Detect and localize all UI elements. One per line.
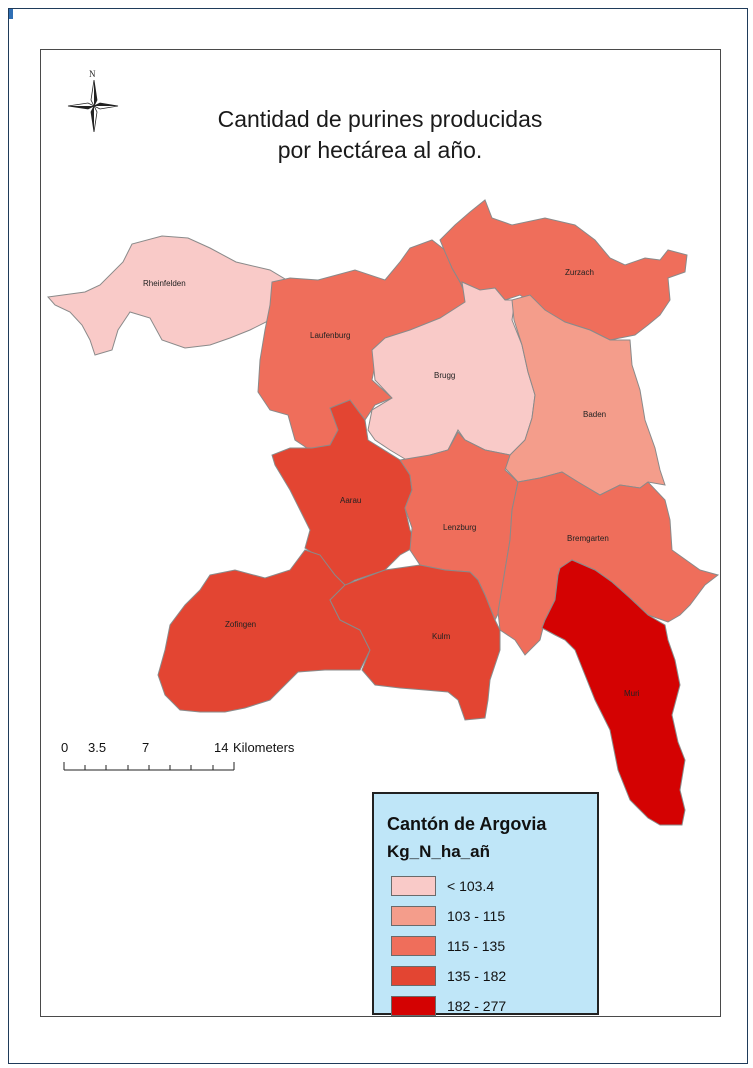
corner-mark [9, 9, 13, 19]
district-label-laufenburg: Laufenburg [310, 331, 350, 340]
legend-item-1: < 103.4 [391, 876, 591, 898]
map-title: Cantidad de purines producidas por hectá… [150, 104, 610, 166]
district-kulm[interactable] [329, 564, 501, 721]
legend-swatch [391, 996, 436, 1016]
district-label-zofingen: Zofingen [225, 620, 256, 629]
legend-swatch [391, 936, 436, 956]
district-label-kulm: Kulm [432, 632, 451, 641]
legend-swatch [391, 876, 436, 896]
legend-item-4: 135 - 182 [391, 966, 591, 988]
scale-bar: 0 3.5 7 14 Kilometers [61, 740, 295, 771]
legend: Cantón de Argovia Kg_N_ha_añ < 103.4 103… [372, 792, 599, 1018]
north-label: N [89, 69, 96, 79]
legend-item-3: 115 - 135 [391, 936, 591, 958]
legend-title: Cantón de Argovia [387, 814, 547, 834]
scale-unit: Kilometers [233, 740, 295, 755]
legend-label: 135 - 182 [447, 968, 507, 984]
north-arrow-icon: N [67, 69, 119, 133]
legend-field: Kg_N_ha_añ [387, 842, 490, 861]
legend-swatch [391, 966, 436, 986]
district-rheinfelden[interactable] [47, 235, 291, 356]
scale-tick-7: 7 [142, 740, 149, 755]
district-bremgarten[interactable] [497, 471, 720, 656]
district-label-baden: Baden [583, 410, 606, 419]
scale-tick-14: 14 [214, 740, 228, 755]
legend-label: 182 - 277 [447, 998, 507, 1014]
legend-label: < 103.4 [447, 878, 495, 894]
district-label-bremgarten: Bremgarten [567, 534, 609, 543]
district-label-rheinfelden: Rheinfelden [143, 279, 186, 288]
district-muri[interactable] [541, 559, 686, 826]
map-title-line-1: Cantidad de purines producidas [217, 106, 543, 132]
district-label-lenzburg: Lenzburg [443, 523, 476, 532]
map-title-line-2: por hectárea al año. [277, 137, 483, 163]
legend-swatch [391, 906, 436, 926]
district-label-brugg: Brugg [434, 371, 455, 380]
district-label-zurzach: Zurzach [565, 268, 594, 277]
legend-item-5: 182 - 277 [391, 996, 591, 1018]
legend-item-2: 103 - 115 [391, 906, 591, 928]
scale-tick-3-5: 3.5 [88, 740, 106, 755]
legend-label: 115 - 135 [447, 938, 506, 954]
district-label-aarau: Aarau [340, 496, 361, 505]
district-zofingen[interactable] [157, 549, 371, 713]
legend-label: 103 - 115 [447, 908, 506, 924]
district-label-muri: Muri [624, 689, 640, 698]
scale-tick-0: 0 [61, 740, 68, 755]
